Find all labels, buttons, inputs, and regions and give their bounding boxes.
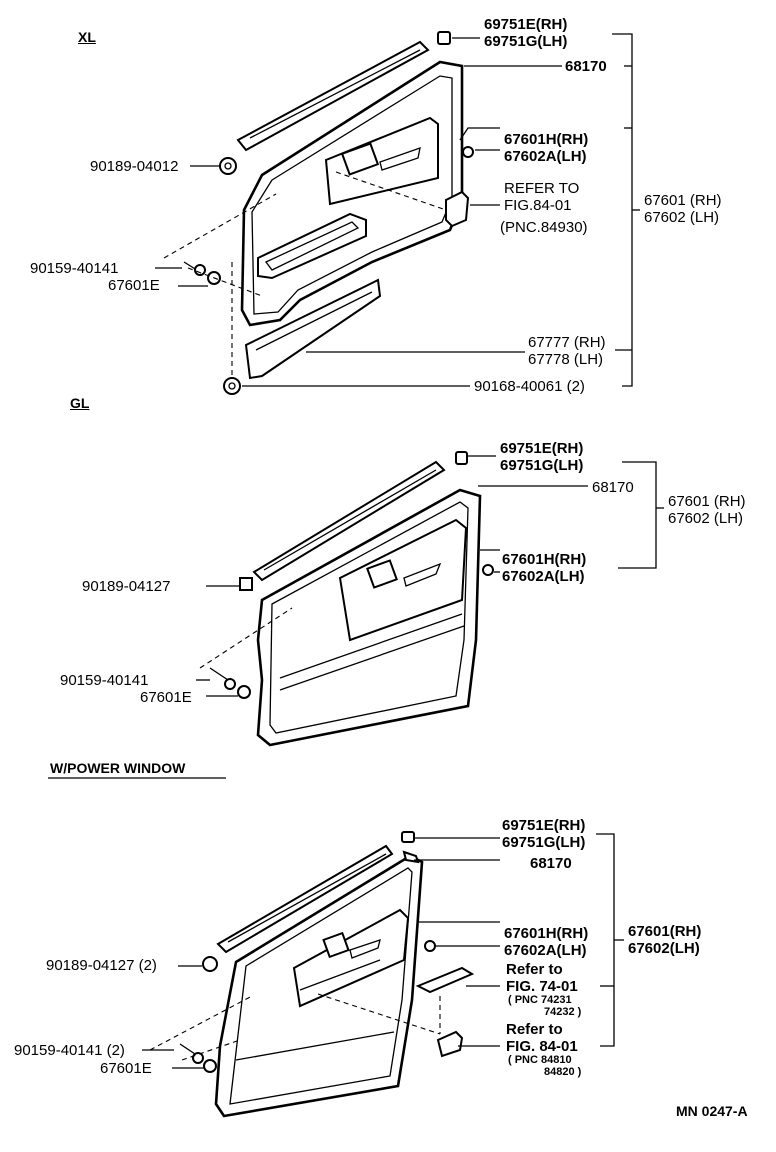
gl-label-69751g: 69751G(LH) — [500, 457, 584, 474]
pw-refer84-line2: FIG. 84-01 — [506, 1038, 578, 1055]
pw-window-switch — [415, 966, 475, 994]
xl-refer-line1: REFER TO — [504, 180, 580, 197]
pw-part-84-01 — [436, 1030, 464, 1058]
pw-label-67602: 67602(LH) — [628, 940, 700, 957]
gl-label-67602-lh: 67602 (LH) — [668, 510, 744, 527]
diagram-code: MN 0247-A — [676, 1103, 748, 1119]
pw-pnc74-line1: ( PNC 74231 — [508, 994, 572, 1006]
gl-label-67601h: 67601H(RH) — [502, 551, 587, 568]
pw-pnc84-line2: 84820 ) — [544, 1066, 582, 1078]
xl-label-67778: 67778 (LH) — [528, 351, 604, 368]
pw-label-68170: 68170 — [530, 855, 572, 872]
pw-label-90189: 90189-04127 (2) — [46, 957, 157, 974]
pw-refer74-line1: Refer to — [506, 961, 563, 978]
pw-label-67602a: 67602A(LH) — [504, 942, 587, 959]
xl-label-68170: 68170 — [565, 58, 607, 75]
xl-heading: XL — [78, 29, 96, 45]
gl-label-90189: 90189-04127 — [82, 578, 171, 595]
pw-label-90159: 90159-40141 (2) — [14, 1042, 125, 1059]
xl-label-67601-rh: 67601 (RH) — [644, 192, 722, 209]
xl-label-69751g: 69751G(LH) — [484, 33, 568, 50]
gl-heading: GL — [70, 395, 90, 411]
pw-label-67601: 67601(RH) — [628, 923, 702, 940]
gl-door-assembly — [199, 451, 494, 747]
xl-door-assembly — [163, 31, 474, 395]
xl-label-67601e: 67601E — [108, 277, 160, 294]
xl-screw-90189 — [219, 157, 237, 175]
gl-label-90159: 90159-40141 — [60, 672, 149, 689]
xl-label-67777: 67777 (RH) — [528, 334, 606, 351]
pw-label-69751g: 69751G(LH) — [502, 834, 586, 851]
pw-heading: W/POWER WINDOW — [50, 760, 186, 776]
gl-leaders — [196, 455, 664, 697]
pw-label-67601h: 67601H(RH) — [504, 925, 589, 942]
xl-label-67602a: 67602A(LH) — [504, 148, 587, 165]
xl-label-67602-lh: 67602 (LH) — [644, 209, 720, 226]
pw-pnc74-line2: 74232 ) — [544, 1006, 582, 1018]
pw-pnc84-line1: ( PNC 84810 — [508, 1054, 572, 1066]
pw-label-69751e: 69751E(RH) — [502, 817, 586, 834]
gl-label-67602a: 67602A(LH) — [502, 568, 585, 585]
gl-label-67601e: 67601E — [140, 689, 192, 706]
xl-refer-line3: (PNC.84930) — [500, 219, 588, 236]
xl-leaders — [155, 33, 640, 387]
gl-label-68170: 68170 — [592, 479, 634, 496]
xl-label-69751e: 69751E(RH) — [484, 16, 568, 33]
pw-label-67601e: 67601E — [100, 1060, 152, 1077]
pw-refer84-line1: Refer to — [506, 1021, 563, 1038]
xl-label-90168: 90168-40061 (2) — [474, 378, 585, 395]
xl-clip — [437, 31, 451, 45]
xl-label-90159: 90159-40141 — [30, 260, 119, 277]
xl-label-90189: 90189-04012 — [90, 158, 179, 175]
xl-weatherstrip — [236, 40, 430, 152]
pw-refer74-line2: FIG. 74-01 — [506, 978, 578, 995]
xl-label-67601h: 67601H(RH) — [504, 131, 589, 148]
gl-label-67601-rh: 67601 (RH) — [668, 493, 746, 510]
xl-armrest — [257, 212, 367, 280]
pw-door-assembly — [149, 831, 475, 1118]
gl-label-69751e: 69751E(RH) — [500, 440, 584, 457]
pw-leaders — [142, 833, 624, 1069]
xl-refer-line2: FIG.84-01 — [504, 197, 572, 214]
gl-handle-area — [338, 518, 468, 642]
